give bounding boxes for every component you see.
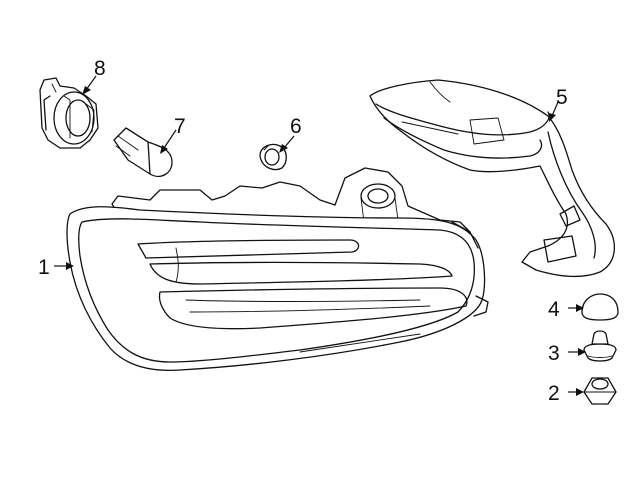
arrow-8-icon (82, 86, 91, 95)
bulb (113, 127, 173, 177)
seal (259, 143, 287, 171)
callout-4: 4 (548, 298, 560, 321)
arrow-3-icon (578, 348, 586, 356)
arrow-7-icon (160, 145, 168, 154)
callout-2: 2 (548, 382, 560, 405)
cap (581, 293, 619, 321)
arrow-2-icon (576, 388, 584, 396)
callout-3: 3 (548, 342, 560, 365)
socket (39, 77, 99, 149)
arrow-1-icon (66, 262, 74, 270)
trim-cover (369, 79, 615, 278)
arrow-6-icon (279, 144, 288, 153)
callout-6: 6 (290, 115, 302, 138)
callout-8: 8 (94, 57, 106, 80)
callout-5: 5 (556, 86, 568, 109)
callout-1: 1 (38, 256, 50, 279)
callout-7: 7 (174, 115, 186, 138)
callout-leaders (54, 75, 586, 396)
grommet (583, 330, 617, 362)
arrow-4-icon (576, 304, 584, 312)
tail-lamp-assembly (66, 167, 489, 372)
arrow-5-icon (549, 113, 556, 122)
callout-numbers: 1 2 3 4 5 6 7 8 (38, 57, 568, 405)
nut (583, 377, 617, 405)
